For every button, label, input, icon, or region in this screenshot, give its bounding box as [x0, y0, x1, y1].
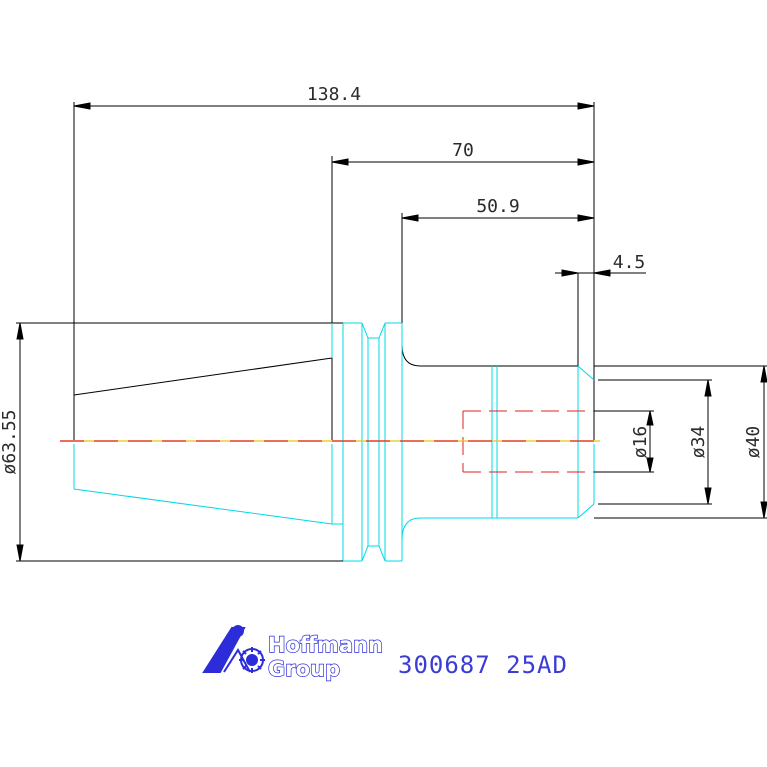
logo-line2: Group: [268, 657, 340, 681]
part-edges: [73, 322, 595, 562]
horizontal-dimensions: [73, 102, 646, 277]
dim-flange-diameter: ø63.55: [0, 409, 20, 474]
dim-flange-to-end: 70: [452, 140, 474, 161]
dim-bore-diameter: ø16: [630, 426, 651, 459]
vertical-dimensions: [16, 322, 767, 562]
logo-mark-icon: [202, 625, 265, 673]
dim-nose-diameter: ø40: [743, 426, 764, 459]
hoffmann-logo: Hoffmann Group: [202, 625, 384, 682]
dim-nose-length: 4.5: [613, 252, 646, 273]
part-number: 300687 25AD: [398, 651, 568, 679]
logo-line1: Hoffmann: [268, 633, 383, 657]
dim-body-diameter: ø34: [688, 426, 709, 459]
dim-overall-length: 138.4: [307, 84, 361, 105]
part-outline: [16, 102, 595, 440]
dim-shank-length: 50.9: [476, 196, 519, 217]
